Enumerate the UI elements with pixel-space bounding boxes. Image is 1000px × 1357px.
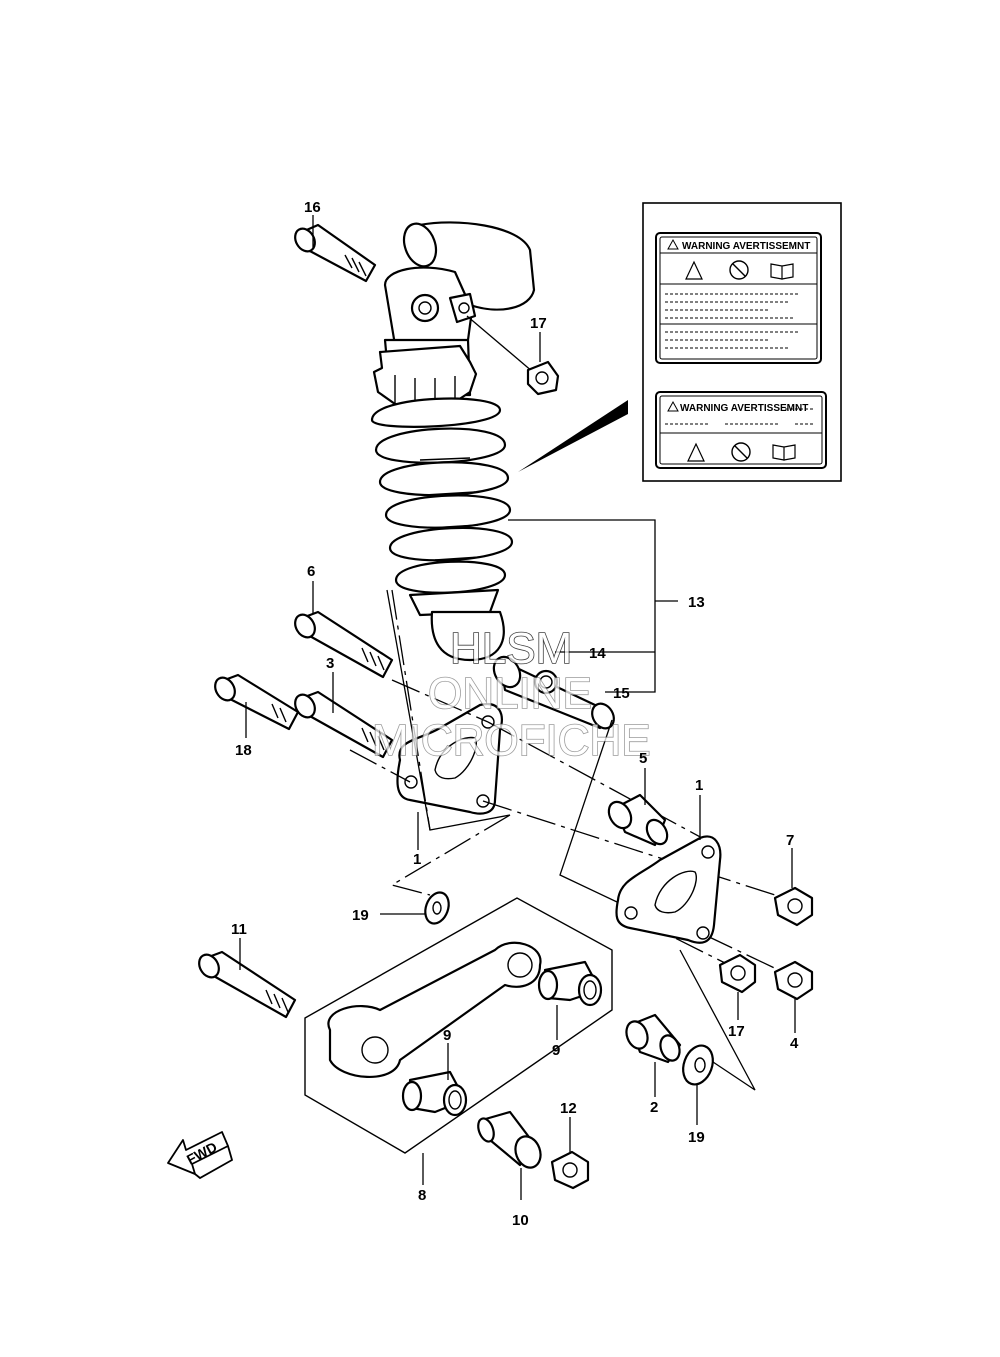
callout-9-right: 9: [552, 1042, 560, 1059]
callout-8: 8: [418, 1187, 426, 1204]
collar-2: [625, 1013, 682, 1097]
nut-17-top: [466, 315, 560, 396]
fwd-arrow-icon: FWD: [167, 1131, 234, 1180]
callout-18: 18: [235, 742, 252, 759]
watermark: HLSM ONLINE MICROFICHE: [371, 623, 651, 766]
callout-13: 13: [688, 594, 705, 611]
bolt-3: [294, 672, 394, 759]
manual-book-icon: [770, 263, 794, 280]
bracket-13: [508, 519, 678, 693]
bushing-10: [477, 1110, 542, 1200]
warning-label-inset: WARNING AVERTISSEMNT WARNING AVERTISSEMN…: [518, 202, 842, 482]
bolt-16: [294, 223, 377, 283]
cushion-plate-right: [615, 795, 722, 944]
bolt-11: [198, 938, 297, 1019]
callout-3: 3: [326, 655, 334, 672]
bolt-6: [294, 581, 394, 679]
callout-19-upper: 19: [352, 907, 369, 924]
nut-7: [773, 848, 814, 927]
callout-9-left: 9: [443, 1027, 451, 1044]
callout-1-left: 1: [413, 851, 421, 868]
callout-7: 7: [786, 832, 794, 849]
link-assembly-8: [304, 897, 613, 1185]
callout-5: 5: [639, 750, 647, 767]
washer-19-lower: [682, 1044, 714, 1125]
callout-11: 11: [231, 921, 247, 938]
shock-collar: [492, 655, 615, 730]
nut-17-lower: [718, 953, 757, 1020]
callout-12: 12: [560, 1100, 577, 1117]
callout-14: 14: [589, 645, 606, 662]
no-fire-icon: [729, 260, 749, 280]
explosion-icon: [685, 260, 703, 280]
washer-19-upper: [380, 891, 450, 925]
warning-label-title-bottom: WARNING AVERTISSEMNT: [680, 403, 808, 414]
nut-12: [550, 1117, 590, 1190]
callout-19-lower: 19: [688, 1129, 705, 1146]
callout-10: 10: [512, 1212, 529, 1229]
callout-1-right: 1: [695, 777, 703, 794]
callouts: 16 17 13 14 15 6 3 18 1 5 1 7 19 11 17 4…: [231, 199, 799, 1229]
warning-label-title-top: WARNING AVERTISSEMNT: [682, 241, 810, 252]
callout-16: 16: [304, 199, 321, 216]
collar-5: [607, 768, 669, 847]
callout-17-lower: 17: [728, 1023, 745, 1040]
nut-4: [773, 960, 814, 1033]
warning-triangle-icon: [667, 238, 679, 250]
bolt-18: [214, 673, 300, 738]
callout-4: 4: [790, 1035, 799, 1052]
callout-17-top: 17: [530, 315, 547, 332]
callout-2: 2: [650, 1099, 658, 1116]
watermark-line2: ONLINE: [428, 669, 592, 718]
watermark-line3: MICROFICHE: [372, 716, 651, 765]
callout-6: 6: [307, 563, 315, 580]
callout-15: 15: [613, 685, 630, 702]
watermark-line1: HLSM: [450, 624, 572, 673]
rear-shock-absorber: [370, 221, 536, 662]
